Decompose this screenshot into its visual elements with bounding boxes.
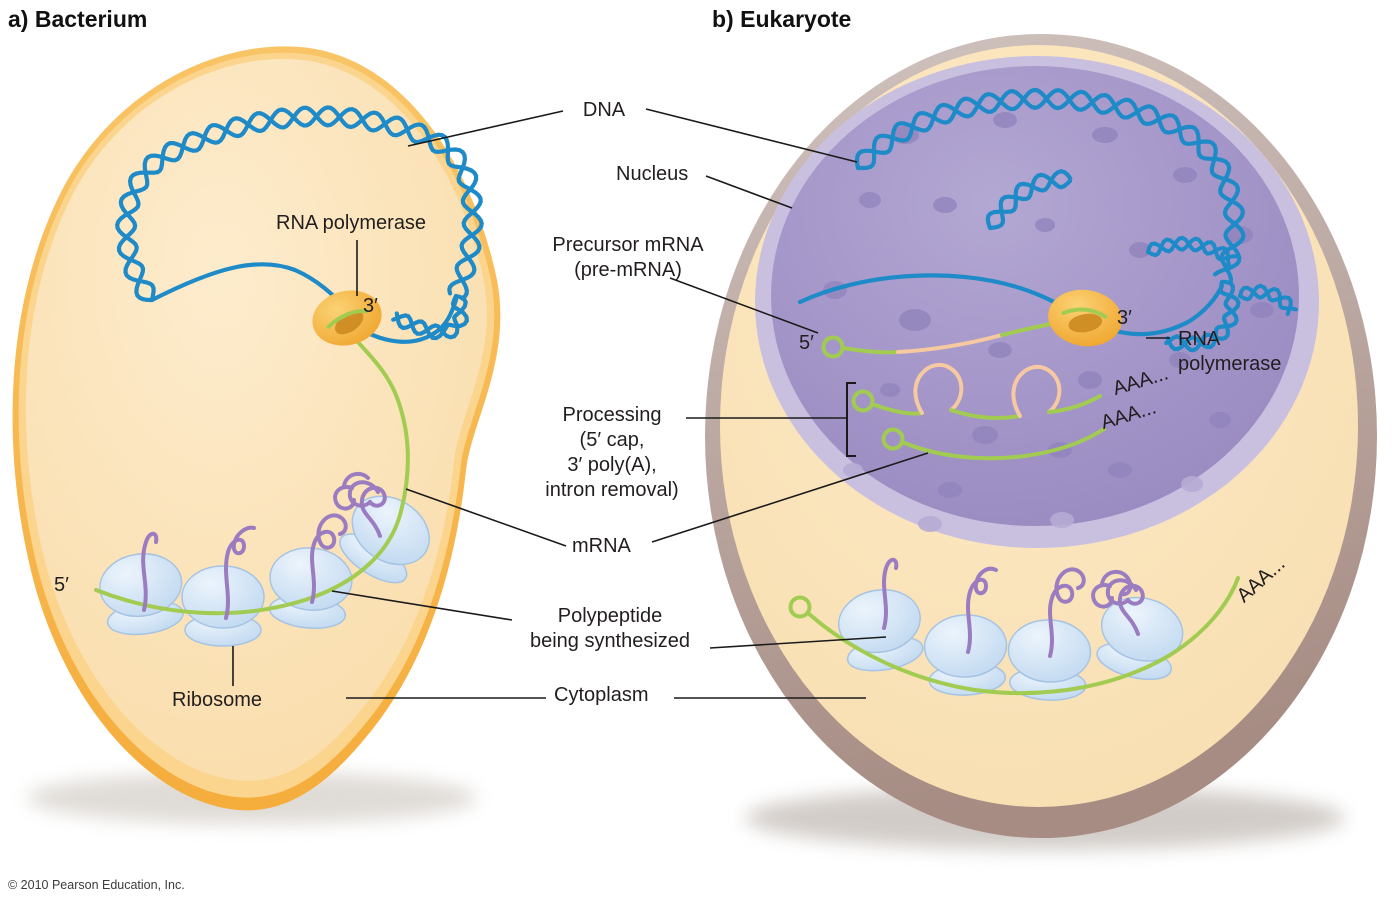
dna-helix-strand xyxy=(115,105,484,303)
nucleoplasm-spots xyxy=(823,112,1274,498)
label-precursor-mrna: Precursor mRNA (pre-mRNA) xyxy=(552,234,704,281)
eukaryote-dna xyxy=(797,87,1298,353)
label-ribosome: Ribosome xyxy=(172,689,263,711)
label-polypeptide: Polypeptide being synthesized xyxy=(529,605,691,652)
label-processing: Processing (5′ cap, 3′ poly(A), intron r… xyxy=(545,404,679,501)
label-rna-polymerase-b: RNA polymerase xyxy=(1178,328,1282,375)
rna-polymerase-blob-eukaryote xyxy=(1048,289,1122,347)
label-five-prime-eukaryote: 5′ xyxy=(799,332,814,354)
eukaryote-cell xyxy=(705,34,1377,838)
bacterium-dna-unwound-top xyxy=(149,262,347,309)
dna-helix-strand xyxy=(1146,236,1232,268)
processing-bracket xyxy=(846,382,856,457)
label-nucleus: Nucleus xyxy=(616,163,689,185)
dna-helix-strand xyxy=(855,88,1245,277)
bacterium-dna xyxy=(115,105,484,344)
label-three-prime-bacterium: 3′ xyxy=(363,295,378,317)
label-cytoplasm: Cytoplasm xyxy=(554,684,649,706)
intron-loop xyxy=(1011,364,1062,418)
leader-polypeptide-right xyxy=(709,636,887,649)
panel-b-title: b) Eukaryote xyxy=(712,6,852,32)
leader-mrna-left xyxy=(405,488,567,547)
five-prime-cap-ring xyxy=(788,595,812,619)
leader-dna-right xyxy=(645,108,858,163)
mature-mrna-strand-nucleus xyxy=(881,427,1106,461)
dna-helix-strand xyxy=(854,87,1246,285)
leader-polypeptide-left xyxy=(331,590,513,621)
bacterium-cytoplasm xyxy=(25,58,487,781)
leader-nucleus xyxy=(705,175,793,209)
panel-a-title: a) Bacterium xyxy=(8,6,148,32)
five-prime-cap-ring xyxy=(881,427,905,451)
processing-strand-with-introns xyxy=(851,362,1102,420)
label-five-prime-bacterium: 5′ xyxy=(54,574,69,596)
copyright-text: © 2010 Pearson Education, Inc. xyxy=(8,878,185,892)
eukaryote-dna-unwound-bottom xyxy=(1109,283,1225,337)
bacterium-mrna xyxy=(94,330,410,616)
label-mrna: mRNA xyxy=(572,535,631,557)
dna-helix-strand xyxy=(1238,283,1293,316)
bacterium-polypeptides xyxy=(141,471,387,620)
five-prime-cap-ring xyxy=(851,389,875,413)
leader-dna-left xyxy=(407,110,564,147)
intron-segment xyxy=(896,333,1004,354)
dna-helix-strand xyxy=(394,293,470,341)
label-dna: DNA xyxy=(582,99,626,121)
dna-helix-strand xyxy=(985,169,1073,231)
dna-helix-strand xyxy=(116,105,483,303)
rna-polymerase-blob-bacterium xyxy=(312,290,382,346)
dna-helix-strand xyxy=(1164,279,1241,353)
leader-mrna-right xyxy=(651,452,929,543)
label-three-prime-eukaryote: 3′ xyxy=(1117,307,1132,329)
bacterium-dna-unwound-bottom xyxy=(359,297,459,344)
eukaryote-polypeptides xyxy=(882,557,1145,658)
intron-loop xyxy=(913,362,964,415)
nuclear-envelope-spots xyxy=(843,463,1203,532)
eukaryote-cytoplasm-mrna xyxy=(788,576,1240,696)
dna-helix-strand xyxy=(1238,285,1298,312)
leader-pre-mrna xyxy=(669,277,819,334)
dna-helix-strand xyxy=(987,172,1073,231)
label-rna-polymerase-a: RNA polymerase xyxy=(276,212,427,234)
leader-lines xyxy=(232,108,1170,699)
